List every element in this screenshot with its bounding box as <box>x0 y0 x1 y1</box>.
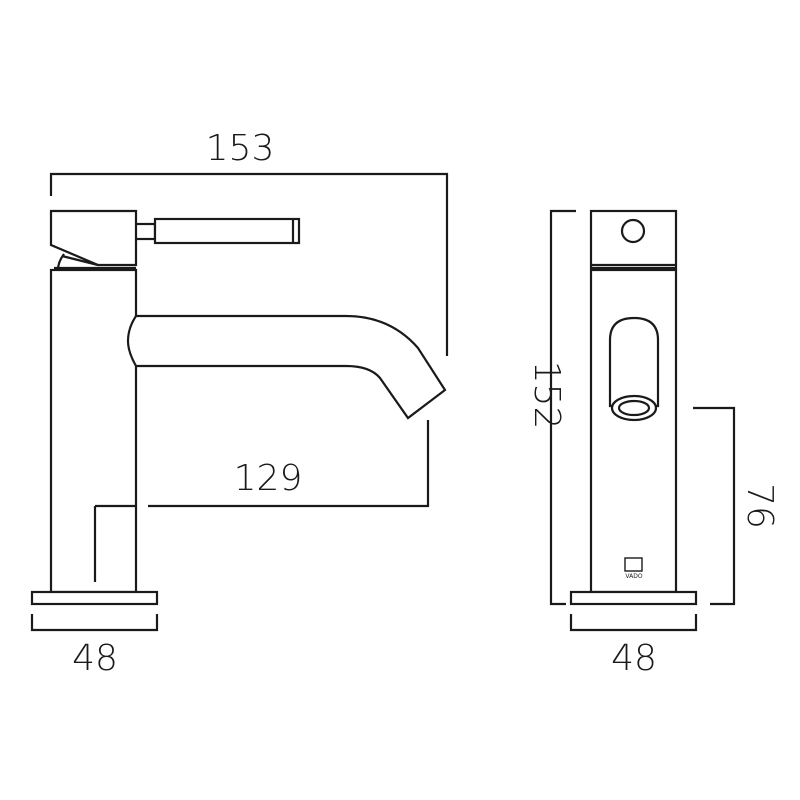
dimension-front-base: 48 <box>569 614 698 679</box>
dimension-label-76: 76 <box>739 483 780 529</box>
dimension-label-152: 152 <box>526 361 567 430</box>
dimension-line-48-front <box>569 614 698 632</box>
front-base-plate <box>569 590 698 606</box>
front-base <box>569 590 698 606</box>
spout <box>126 314 447 420</box>
front-cap <box>589 209 678 270</box>
front-view: 152 VADO 76 <box>526 209 780 679</box>
dimension-line-153 <box>49 172 449 356</box>
dimension-line-48-side <box>30 614 159 632</box>
cap-block <box>49 209 138 267</box>
handle-cap <box>49 209 138 271</box>
spout-outlet-outer <box>610 394 658 422</box>
tap-body <box>49 268 138 594</box>
lever-bar <box>153 217 301 245</box>
body-column <box>49 268 138 594</box>
dimension-label-48-side: 48 <box>72 638 118 679</box>
dimension-spout-reach: 129 <box>93 420 430 582</box>
lever-stem <box>133 222 157 241</box>
dimension-line-152 <box>549 209 576 606</box>
logo-text: VADO <box>625 573 642 580</box>
front-spout <box>608 316 660 422</box>
dimension-label-129: 129 <box>234 458 303 499</box>
dimension-outlet-height: 76 <box>693 406 780 606</box>
dimension-label-48-front: 48 <box>611 638 657 679</box>
spout-arm <box>126 314 447 420</box>
side-view: 153 129 <box>30 128 449 679</box>
lever-handle <box>133 217 301 245</box>
side-base <box>30 590 159 606</box>
spout-outlet-inner <box>617 399 651 417</box>
dimension-label-153: 153 <box>206 128 275 169</box>
logo-square <box>624 557 643 572</box>
brand-logo: VADO <box>624 557 643 580</box>
dimension-line-76 <box>693 406 736 606</box>
spout-neck <box>608 316 660 408</box>
lever-end-circle <box>620 218 646 244</box>
dimension-side-base: 48 <box>30 614 159 679</box>
dimension-line-129 <box>148 420 430 508</box>
dimension-overall-width: 153 <box>49 128 449 356</box>
dimension-overall-height: 152 <box>526 209 576 606</box>
base-plate <box>30 590 159 606</box>
